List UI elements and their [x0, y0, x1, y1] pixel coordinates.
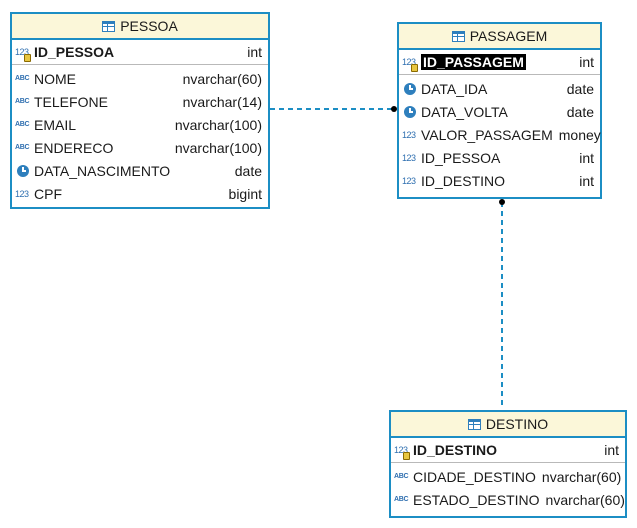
column-list: ABC CIDADE_DESTINO nvarchar(60) ABC ESTA…	[391, 463, 625, 511]
abc-icon: ABC	[394, 473, 409, 480]
column-list: ABC NOME nvarchar(60) ABC TELEFONE nvarc…	[12, 65, 268, 205]
column-type: int	[579, 172, 594, 189]
abc-icon: ABC	[15, 75, 30, 82]
column-type: date	[566, 80, 594, 97]
column-type: nvarchar(100)	[174, 139, 262, 156]
entity-header: DESTINO	[391, 412, 625, 438]
abc-icon: ABC	[394, 496, 409, 503]
abc-icon: ABC	[15, 98, 30, 105]
column-type: nvarchar(60)	[545, 491, 625, 508]
column-type: int	[579, 54, 594, 70]
clock-icon	[404, 105, 416, 118]
column-name: ID_PESSOA	[421, 149, 501, 166]
abc-icon: ABC	[15, 121, 30, 128]
entity-title: PESSOA	[120, 18, 178, 34]
column-type: nvarchar(60)	[182, 70, 262, 87]
entity-title: DESTINO	[485, 416, 549, 432]
column-name: ID_PESSOA	[34, 44, 115, 60]
entity-header: PASSAGEM	[399, 24, 600, 50]
column-row[interactable]: ABC EMAIL nvarchar(100)	[12, 113, 268, 136]
column-name: ID_PASSAGEM	[421, 54, 526, 70]
number-icon: 123	[402, 175, 416, 186]
column-name: VALOR_PASSAGEM	[421, 126, 553, 143]
column-name: DATA_VOLTA	[421, 103, 508, 120]
entity-pessoa[interactable]: PESSOA 123 ID_PESSOA int ABC NOME nvarch…	[10, 12, 270, 209]
link-end-dot-passagem-bottom	[499, 199, 505, 205]
clock-icon	[17, 164, 29, 177]
column-type: date	[234, 162, 262, 179]
column-name: ENDERECO	[34, 139, 114, 156]
entity-title: PASSAGEM	[469, 28, 548, 44]
column-row[interactable]: ABC ENDERECO nvarchar(100)	[12, 136, 268, 159]
column-type: int	[579, 149, 594, 166]
column-list: DATA_IDA date DATA_VOLTA date 123 VALOR_…	[399, 75, 601, 192]
table-icon	[451, 30, 465, 42]
key-number-icon: 123	[394, 445, 413, 460]
column-row[interactable]: ABC CIDADE_DESTINO nvarchar(60)	[391, 465, 625, 488]
column-name: TELEFONE	[34, 93, 108, 110]
entity-header: PESSOA	[12, 14, 268, 40]
column-name: ESTADO_DESTINO	[413, 491, 540, 508]
primary-key-row[interactable]: 123 ID_PESSOA int	[12, 40, 268, 65]
column-type: money	[558, 126, 601, 143]
column-row[interactable]: 123 ID_DESTINO int	[399, 169, 600, 192]
column-name: CPF	[34, 185, 62, 202]
column-type: date	[566, 103, 594, 120]
column-name: EMAIL	[34, 116, 77, 133]
number-icon: 123	[402, 152, 416, 163]
table-icon	[467, 418, 481, 430]
column-row[interactable]: DATA_NASCIMENTO date	[12, 159, 268, 182]
column-type: nvarchar(100)	[174, 116, 262, 133]
link-end-dot-passagem	[391, 106, 397, 112]
column-row[interactable]: ABC NOME nvarchar(60)	[12, 67, 268, 90]
column-row[interactable]: ABC TELEFONE nvarchar(14)	[12, 90, 268, 113]
column-row[interactable]: 123 ID_PESSOA int	[399, 146, 600, 169]
column-row[interactable]: 123 CPF bigint	[12, 182, 268, 205]
column-row[interactable]: DATA_IDA date	[399, 77, 600, 100]
column-row[interactable]: ABC ESTADO_DESTINO nvarchar(60)	[391, 488, 625, 511]
key-number-icon: 123	[15, 47, 34, 62]
column-type: bigint	[228, 185, 262, 202]
number-icon: 123	[402, 129, 416, 140]
number-icon: 123	[15, 188, 29, 199]
entity-destino[interactable]: DESTINO 123 ID_DESTINO int ABC CIDADE_DE…	[389, 410, 627, 518]
column-name: ID_DESTINO	[421, 172, 506, 189]
table-icon	[102, 20, 116, 32]
entity-passagem[interactable]: PASSAGEM 123 ID_PASSAGEM int DATA_IDA da…	[397, 22, 602, 199]
primary-key-row[interactable]: 123 ID_DESTINO int	[391, 438, 625, 463]
column-name: DATA_IDA	[421, 80, 488, 97]
primary-key-row[interactable]: 123 ID_PASSAGEM int	[399, 50, 600, 75]
clock-icon	[404, 82, 416, 95]
column-name: DATA_NASCIMENTO	[34, 162, 171, 179]
column-type: nvarchar(14)	[182, 93, 262, 110]
abc-icon: ABC	[15, 144, 30, 151]
column-name: CIDADE_DESTINO	[413, 468, 536, 485]
column-type: nvarchar(60)	[541, 468, 622, 485]
column-name: NOME	[34, 70, 76, 87]
column-type: int	[247, 44, 262, 60]
column-row[interactable]: DATA_VOLTA date	[399, 100, 600, 123]
column-type: int	[604, 442, 619, 458]
column-row[interactable]: 123 VALOR_PASSAGEM money	[399, 123, 601, 146]
key-number-icon: 123	[402, 57, 421, 72]
column-name: ID_DESTINO	[413, 442, 498, 458]
